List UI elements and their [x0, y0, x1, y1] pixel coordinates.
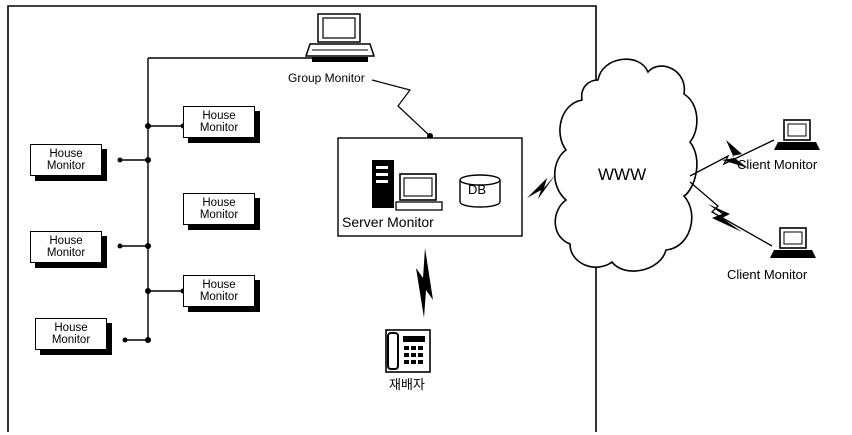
server-monitor-label: Server Monitor — [342, 214, 434, 230]
house-monitor-label-line2: Monitor — [199, 291, 239, 303]
group-server-link — [371, 79, 431, 137]
laptop-icon — [770, 227, 816, 258]
group-monitor-label: Group Monitor — [288, 71, 365, 85]
www-label: WWW — [598, 165, 647, 184]
lightning-link-icon — [416, 248, 433, 318]
bus-junctions — [117, 123, 186, 343]
telephone-icon — [385, 329, 431, 373]
desktop-computer-icon — [304, 13, 376, 62]
client-monitor-label: Client Monitor — [727, 267, 808, 282]
lightning-link-icon — [527, 174, 556, 199]
house-monitor: House Monitor — [183, 193, 255, 225]
server-tower-icon — [372, 160, 443, 211]
laptop-icon — [774, 119, 820, 150]
dispatcher-label: 재배자 — [389, 377, 425, 392]
lightning-link-icon — [689, 181, 773, 247]
house-monitor: House Monitor — [35, 318, 107, 350]
client-monitor-label: Client Monitor — [737, 157, 818, 172]
house-monitor: House Monitor — [30, 231, 102, 263]
house-monitor: House Monitor — [183, 106, 255, 138]
house-monitor-label-line1: House — [202, 278, 236, 291]
house-monitor-label-line2: Monitor — [46, 247, 86, 259]
db-label: DB — [468, 182, 487, 197]
house-monitor-label-line2: Monitor — [199, 122, 239, 134]
house-monitor-label-line2: Monitor — [51, 334, 91, 346]
cloud-icon — [554, 58, 698, 272]
house-monitor: House Monitor — [183, 275, 255, 307]
house-monitor-label-line2: Monitor — [199, 209, 239, 221]
database-icon — [459, 174, 501, 208]
house-monitor-label-line1: House — [49, 147, 83, 160]
house-monitor-label-line2: Monitor — [46, 160, 86, 172]
house-monitor-label-line1: House — [49, 234, 83, 247]
house-monitor-label-line1: House — [202, 109, 236, 122]
house-monitor: House Monitor — [30, 144, 102, 176]
house-monitor-label-line1: House — [54, 321, 88, 334]
house-monitor-label-line1: House — [202, 196, 236, 209]
